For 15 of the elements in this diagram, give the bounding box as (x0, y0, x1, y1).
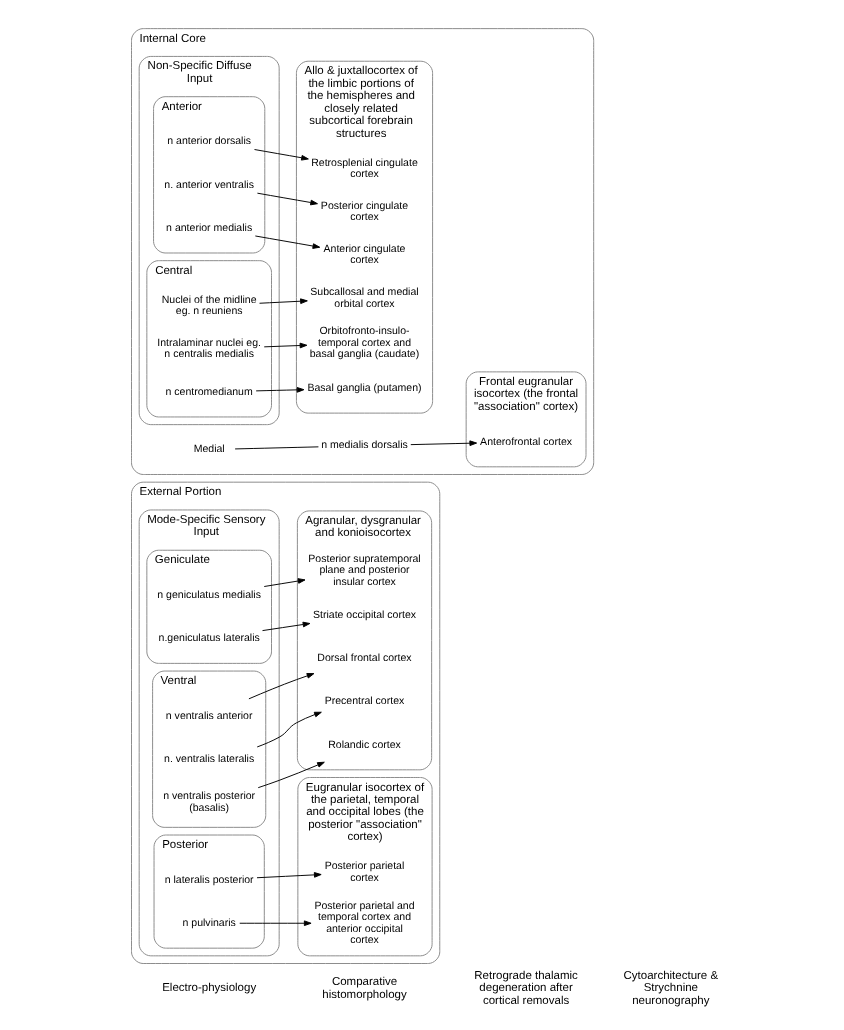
arrow (409, 440, 477, 447)
arrow (255, 711, 321, 748)
connector (233, 446, 318, 450)
arrow (253, 149, 308, 161)
arrow (253, 235, 320, 249)
arrow (256, 761, 324, 789)
arrow (258, 298, 307, 305)
arrow (247, 673, 314, 700)
arrow (261, 621, 310, 632)
arrow (254, 387, 304, 393)
arrow (255, 192, 317, 206)
arrow (255, 872, 321, 879)
arrow (238, 920, 311, 927)
arrow (262, 342, 307, 349)
arrow (262, 578, 305, 587)
